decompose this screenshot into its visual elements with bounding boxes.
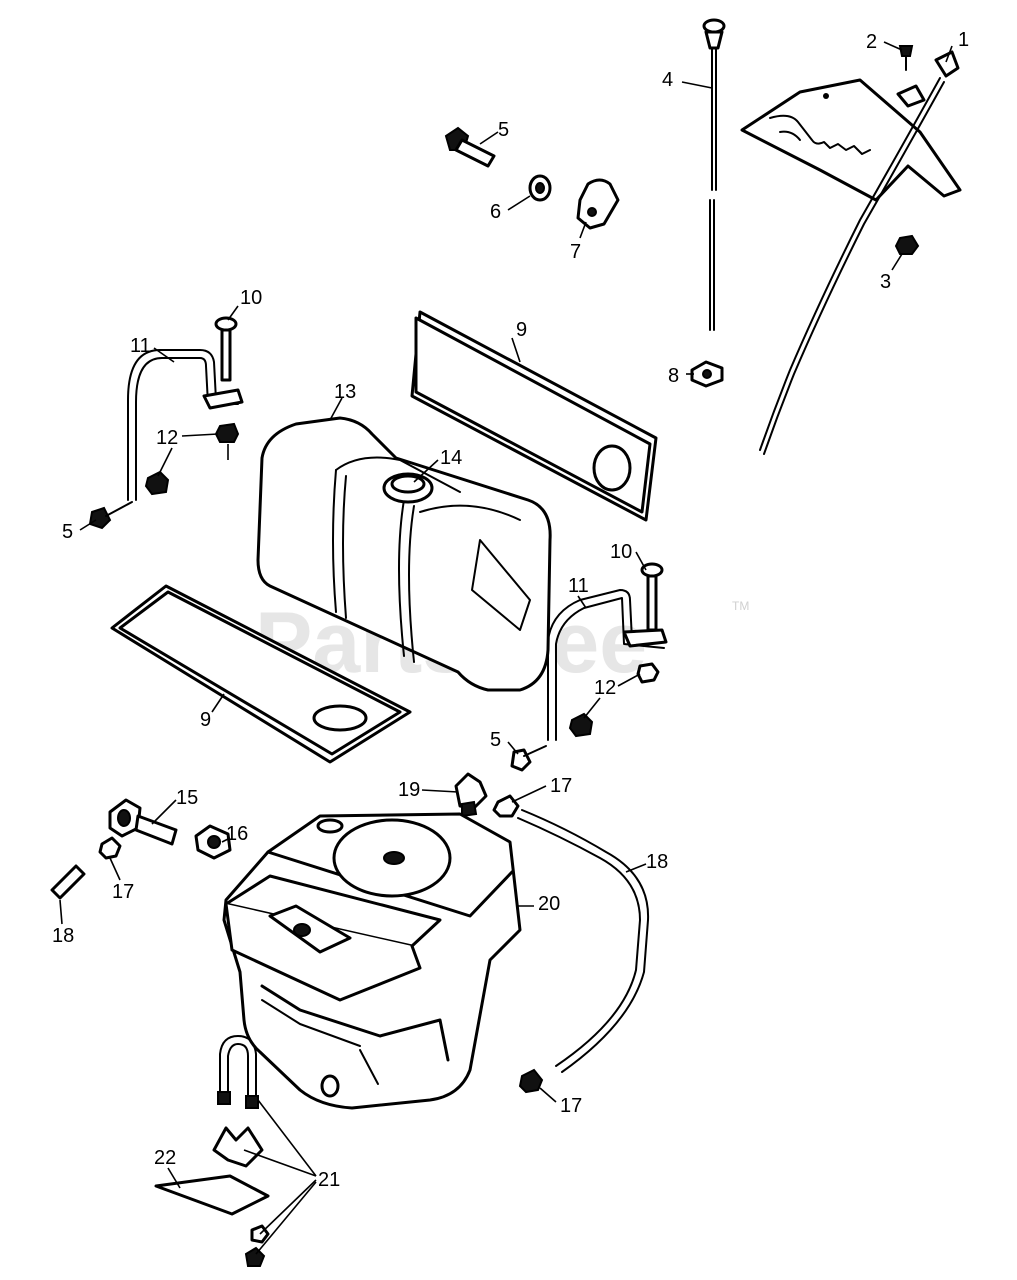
part-screw-2 — [898, 45, 914, 71]
callout-6: 6 — [490, 201, 501, 223]
part-fuel-tank-13 — [256, 416, 552, 692]
part-nut-12-left-b — [144, 470, 170, 496]
part-throttle-cable — [759, 50, 960, 455]
part-nut-21-b — [244, 1246, 266, 1267]
callout-17-left: 17 — [112, 881, 134, 903]
callout-17-right-a: 17 — [550, 775, 572, 797]
callout-7: 7 — [570, 241, 581, 263]
part-nut-8 — [690, 360, 724, 388]
leader-lines — [59, 41, 953, 1255]
part-panel-9-lower — [110, 584, 412, 764]
callout-5-right: 5 — [490, 729, 501, 751]
callout-17-right-b: 17 — [560, 1095, 582, 1117]
callout-14: 14 — [440, 447, 462, 469]
part-bolt-10-right — [640, 562, 664, 632]
callout-10-right: 10 — [610, 541, 632, 563]
part-strap-11-right — [547, 589, 668, 741]
callout-2: 2 — [866, 31, 877, 53]
part-bolt-5-top — [444, 126, 496, 168]
callout-22: 22 — [154, 1147, 176, 1169]
part-bolt-5-right — [510, 745, 547, 772]
part-fitting-16 — [194, 824, 232, 860]
part-clamp-17-right-b — [518, 1068, 544, 1094]
callout-3: 3 — [880, 271, 891, 293]
callout-21: 21 — [318, 1169, 340, 1191]
part-panel-9-upper — [410, 310, 658, 522]
part-clamp-1 — [896, 84, 926, 108]
part-throttle-bracket — [740, 78, 962, 202]
callout-labels: 1 2 3 4 5 6 7 8 9 10 11 12 5 13 14 10 11… — [52, 29, 969, 1191]
part-strap-11-left — [127, 349, 244, 501]
callout-18-right: 18 — [646, 851, 668, 873]
part-fuel-hose-18-right — [517, 809, 650, 1073]
callout-19: 19 — [398, 779, 420, 801]
part-bolt-5-left — [88, 501, 133, 530]
part-washer-6 — [528, 174, 552, 202]
part-nut-12-left-a — [214, 422, 240, 443]
callout-11-right: 11 — [568, 575, 589, 597]
part-clamp-17-right-a — [492, 794, 520, 818]
callout-11-left: 11 — [130, 335, 151, 357]
callout-9-upper: 9 — [516, 319, 527, 341]
callout-10-left: 10 — [240, 287, 262, 309]
part-fuel-cap-14 — [382, 472, 434, 504]
callout-12-left: 12 — [156, 427, 178, 449]
part-u-bolt-21 — [217, 1035, 259, 1109]
part-plate-22 — [154, 1174, 270, 1216]
callout-1: 1 — [958, 29, 969, 51]
callout-5-left: 5 — [62, 521, 73, 543]
part-clip-21 — [212, 1126, 264, 1168]
part-nut-12-right-b — [568, 712, 594, 738]
callout-9-lower: 9 — [200, 709, 211, 731]
part-dipstick — [702, 18, 726, 331]
part-clip-7 — [576, 178, 620, 230]
callout-20: 20 — [538, 893, 560, 915]
part-nut-12-right-a — [636, 662, 660, 684]
callout-5-top: 5 — [498, 119, 509, 141]
callout-8: 8 — [668, 365, 679, 387]
callout-12-right: 12 — [594, 677, 616, 699]
watermark-trademark: TM — [732, 599, 749, 613]
part-bolt-10-left — [214, 316, 238, 382]
part-nut-3 — [894, 234, 920, 255]
part-fuel-filter-19 — [454, 772, 488, 818]
part-hose-18-left — [50, 864, 86, 900]
callout-15: 15 — [176, 787, 198, 809]
callout-18-left: 18 — [52, 925, 74, 947]
part-clamp-17-left — [98, 836, 122, 860]
part-shutoff-valve-15 — [108, 798, 178, 846]
callout-16: 16 — [226, 823, 248, 845]
callout-13: 13 — [334, 381, 356, 403]
part-engine-20 — [222, 812, 522, 1110]
callout-4: 4 — [662, 69, 673, 91]
